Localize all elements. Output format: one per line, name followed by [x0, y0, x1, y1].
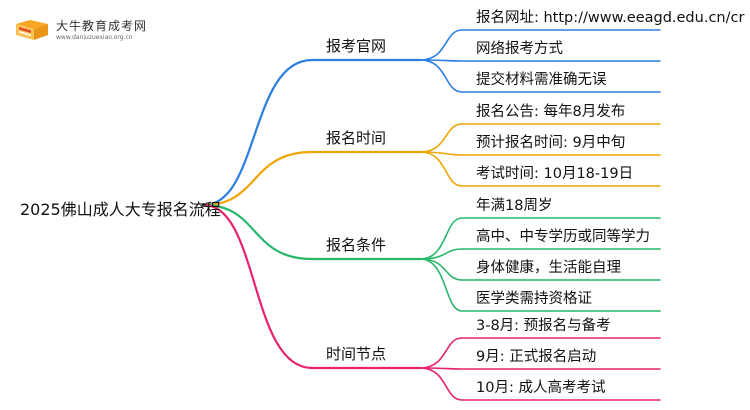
leaf-connector — [419, 29, 661, 61]
branch-timeline: 时间节点 — [326, 345, 387, 363]
leaf-connector — [419, 367, 661, 401]
leaf-age: 年满18周岁 — [476, 198, 553, 214]
leaf-education: 高中、中专学历或同等学力 — [476, 229, 650, 245]
leaf-connector — [419, 217, 661, 260]
root-junction-dot — [202, 203, 206, 207]
site-logo: 大牛教育成考网 www.daniuzuexiao.org.cn — [14, 14, 148, 48]
leaf-health: 身体健康，生活能自理 — [476, 260, 621, 276]
leaf-expected-time: 预计报名时间: 9月中旬 — [476, 135, 626, 151]
leaf-connector — [419, 59, 661, 93]
leaf-connector — [419, 151, 661, 187]
branch-registration-conditions: 报名条件 — [326, 236, 387, 254]
root-connector — [202, 150, 314, 207]
leaf-connector — [419, 151, 661, 156]
logo-title: 大牛教育成考网 — [56, 19, 148, 33]
leaf-connector — [419, 123, 661, 153]
leaf-exam-time: 考试时间: 10月18-19日 — [476, 166, 634, 182]
leaf-connector — [419, 258, 661, 312]
leaf-pre-registration: 3-8月: 预报名与备考 — [476, 318, 611, 334]
leaf-medical-cert: 医学类需持资格证 — [476, 291, 592, 307]
leaf-exam: 10月: 成人高考考试 — [476, 380, 606, 396]
branch-registration-time: 报名时间 — [326, 129, 387, 147]
leaf-connector — [419, 337, 661, 369]
book-logo-icon — [16, 20, 48, 40]
branch-official-site: 报考官网 — [326, 37, 387, 55]
leaf-announcement: 报名公告: 每年8月发布 — [476, 104, 626, 120]
root-connector — [202, 203, 314, 261]
leaf-connector — [419, 59, 661, 62]
leaf-formal-registration: 9月: 正式报名启动 — [476, 349, 597, 365]
leaf-accurate-materials: 提交材料需准确无误 — [476, 72, 607, 88]
root-connector — [202, 203, 314, 370]
logo-url: www.daniuzuexiao.org.cn — [56, 34, 133, 41]
root-connector — [202, 58, 314, 207]
leaf-online-method: 网络报考方式 — [476, 41, 563, 57]
leaf-connector — [419, 248, 661, 260]
leaf-registration-url: 报名网址: http://www.eeagd.edu.cn/cr — [476, 10, 745, 26]
leaf-connector — [419, 258, 661, 281]
leaf-connector — [419, 367, 661, 370]
mindmap-root: 2025佛山成人大专报名流程 — [20, 200, 221, 219]
